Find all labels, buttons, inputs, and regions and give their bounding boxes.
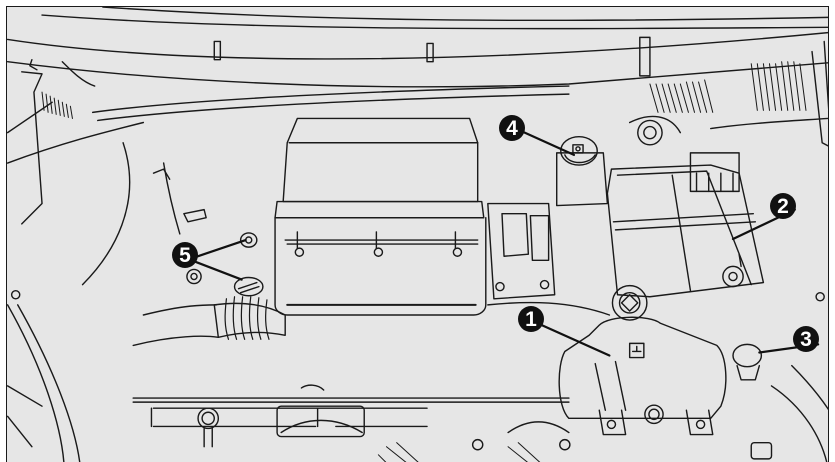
callout-4-brake-fluid-reservoir: 4	[499, 115, 525, 141]
callout-2-battery: 2	[770, 193, 796, 219]
callout-5-engine-oil: 5	[172, 242, 198, 268]
engine-bay-illustration	[6, 6, 829, 462]
callout-1-coolant-reservoir: 1	[518, 306, 544, 332]
callout-3-washer-reservoir: 3	[793, 326, 819, 352]
engine-bay-line-art	[7, 7, 828, 462]
